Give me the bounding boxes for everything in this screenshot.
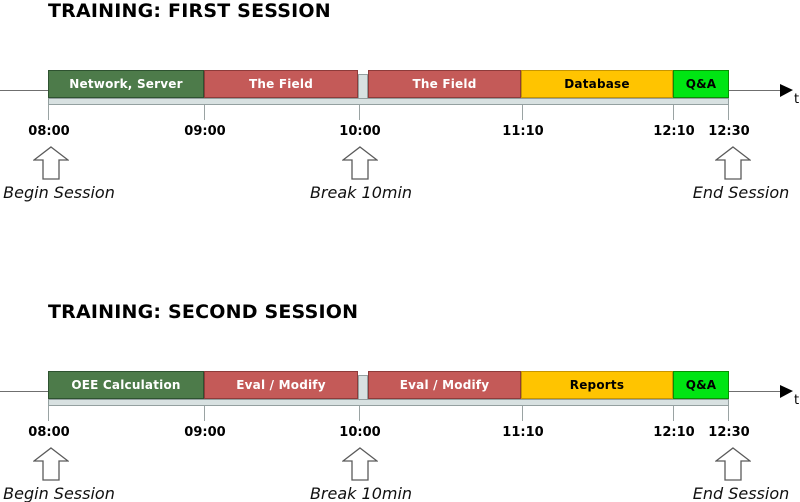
tick-label: 11:10 <box>502 425 544 440</box>
axis-tick <box>359 406 360 421</box>
tick-label: 08:00 <box>28 425 70 440</box>
time-axis-label: t <box>794 92 800 107</box>
axis-tick <box>204 105 205 120</box>
up-arrow-icon <box>342 146 378 180</box>
axis-tick <box>728 105 729 120</box>
axis-tick <box>522 406 523 421</box>
timeline-segment: Q&A <box>673 70 729 98</box>
session-group-second: TRAINING: SECOND SESSION t OEE Calculati… <box>0 301 800 502</box>
up-arrow-icon <box>33 146 69 180</box>
annotation-begin-session: Begin Session <box>3 183 115 202</box>
timeline-segment: The Field <box>368 70 521 98</box>
annotation-end-session: End Session <box>692 183 790 202</box>
axis-arrowhead-icon <box>780 84 793 97</box>
annotation-end-session: End Session <box>692 484 790 502</box>
session-group-first: TRAINING: FIRST SESSION t Network, Serve… <box>0 0 800 210</box>
time-axis-line-left <box>0 90 48 91</box>
timeline-segment: Eval / Modify <box>204 371 358 399</box>
time-ruler <box>48 399 729 406</box>
up-arrow-icon <box>715 146 751 180</box>
axis-tick <box>204 406 205 421</box>
axis-tick <box>48 406 49 421</box>
timeline-segment: Database <box>521 70 673 98</box>
annotation-break: Break 10min <box>309 183 413 202</box>
tick-label: 12:10 <box>653 124 695 139</box>
tick-label: 10:00 <box>339 425 381 440</box>
axis-arrowhead-icon <box>780 385 793 398</box>
up-arrow-icon <box>342 447 378 481</box>
tick-label: 09:00 <box>184 425 226 440</box>
time-axis-label: t <box>794 393 800 408</box>
up-arrow-icon <box>33 447 69 481</box>
axis-tick <box>522 105 523 120</box>
timeline-segment: Reports <box>521 371 673 399</box>
axis-tick <box>359 105 360 120</box>
session-title: TRAINING: FIRST SESSION <box>48 0 331 22</box>
annotation-break: Break 10min <box>309 484 413 502</box>
timeline-segment: Eval / Modify <box>368 371 521 399</box>
annotation-begin-session: Begin Session <box>3 484 115 502</box>
session-title: TRAINING: SECOND SESSION <box>48 301 359 323</box>
tick-label: 12:30 <box>708 425 750 440</box>
tick-label: 11:10 <box>502 124 544 139</box>
tick-label: 12:30 <box>708 124 750 139</box>
tick-label: 09:00 <box>184 124 226 139</box>
tick-label: 10:00 <box>339 124 381 139</box>
timeline-segment: OEE Calculation <box>48 371 204 399</box>
break-connector <box>358 74 368 99</box>
time-axis-line-left <box>0 391 48 392</box>
time-axis-line-right <box>729 90 781 91</box>
timeline-segment: The Field <box>204 70 358 98</box>
tick-label: 08:00 <box>28 124 70 139</box>
timeline-segment: Network, Server <box>48 70 204 98</box>
break-connector <box>358 375 368 400</box>
axis-tick <box>728 406 729 421</box>
time-axis-line-right <box>729 391 781 392</box>
axis-tick <box>48 105 49 120</box>
axis-tick <box>673 105 674 120</box>
time-ruler <box>48 98 729 105</box>
tick-label: 12:10 <box>653 425 695 440</box>
timeline-segment: Q&A <box>673 371 729 399</box>
axis-tick <box>673 406 674 421</box>
up-arrow-icon <box>715 447 751 481</box>
